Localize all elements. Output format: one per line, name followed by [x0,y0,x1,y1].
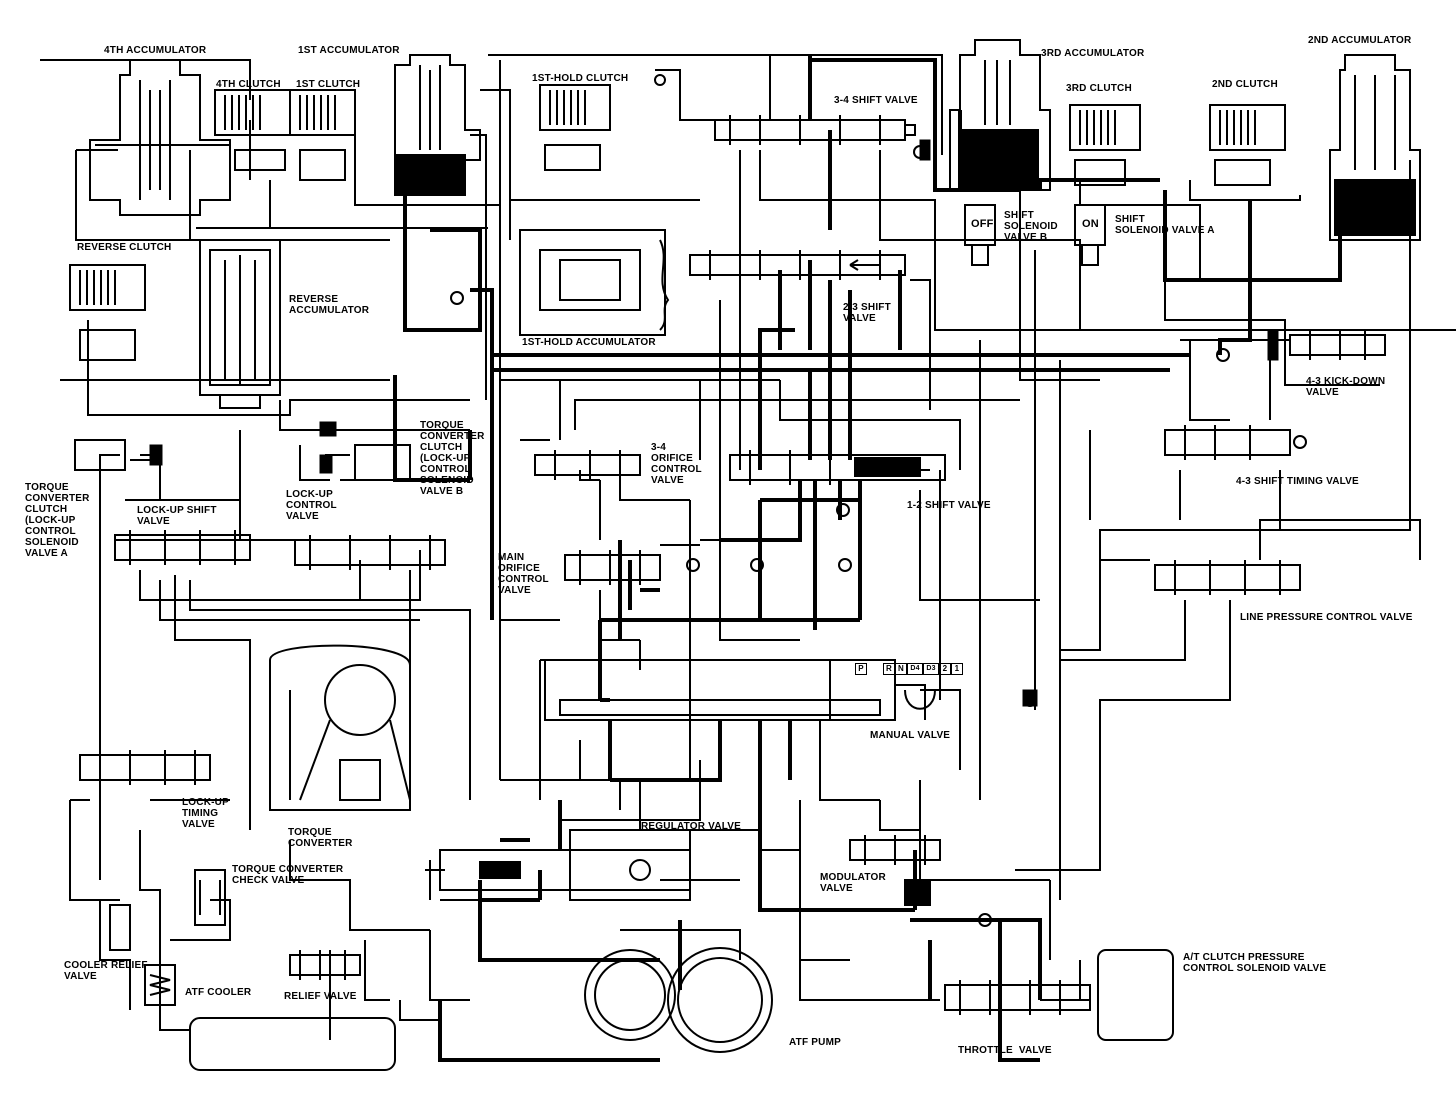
label-1st-hold-clutch: 1ST-HOLD CLUTCH [532,73,629,84]
label-2nd-clutch: 2ND CLUTCH [1212,79,1278,90]
shift-solenoid-valve-a [1074,204,1106,266]
label-reverse-accumulator: REVERSE ACCUMULATOR [289,294,370,316]
label-shift-solenoid-b: SHIFT SOLENOID VALVE B [1004,210,1058,243]
label-atf-pump: ATF PUMP [789,1037,841,1048]
gear-position-r: R [883,663,895,675]
manual-valve [544,659,961,770]
1st-hold-accumulator [519,229,670,336]
thick-hydraulic-lines [393,55,1342,1062]
label-2-3-shift-valve: 2-3 SHIFT VALVE [843,302,891,324]
label-1st-clutch: 1ST CLUTCH [296,79,361,90]
1st-clutch [289,89,356,181]
lock-up-solenoid-b [354,444,411,481]
label-3-4-shift-valve: 3-4 SHIFT VALVE [834,95,918,106]
reverse-clutch [69,264,146,361]
line-pressure-control-valve [1154,560,1301,595]
label-lock-up-shift-valve: LOCK-UP SHIFT VALVE [137,505,217,527]
lock-up-shift-valve [114,530,251,565]
3rd-accumulator [949,39,1051,191]
modulator-valve [849,835,941,906]
label-3rd-clutch: 3RD CLUTCH [1066,83,1132,94]
label-4-3-shift-timing-valve: 4-3 SHIFT TIMING VALVE [1236,476,1359,487]
atc-pressure-control-solenoid [1097,949,1174,1041]
label-manual-valve: MANUAL VALVE [870,730,951,741]
atf-pump-gears [584,947,773,1053]
label-tcc-solenoid-a: TORQUE CONVERTER CLUTCH (LOCK-UP CONTROL… [25,482,90,559]
label-shift-solenoid-a: SHIFT SOLENOID VALVE A [1115,214,1215,236]
2-3-shift-valve [689,250,906,280]
4th-accumulator [89,59,231,216]
3rd-clutch [1069,104,1141,186]
main-orifice-control-valve [564,550,661,585]
lock-up-control-valve [294,535,446,570]
label-main-orifice-control-valve: MAIN ORIFICE CONTROL VALVE [498,552,549,596]
label-modulator-valve: MODULATOR VALVE [820,872,886,894]
2nd-accumulator [1329,54,1421,241]
thin-hydraulic-lines [40,54,1456,1040]
gear-position-n: N [895,663,907,675]
label-tcc-solenoid-b: TORQUE CONVERTER CLUTCH (LOCK-UP CONTROL… [420,420,485,497]
label-2nd-accumulator: 2ND ACCUMULATOR [1308,35,1412,46]
solenoid-b-state: OFF [971,218,994,230]
3-4-shift-valve [714,115,916,145]
shift-solenoid-valve-b [964,204,996,266]
gear-position-2: 2 [939,663,951,675]
gear-position-d4: D4 [907,663,923,675]
label-line-pressure-control-valve: LINE PRESSURE CONTROL VALVE [1240,612,1413,623]
label-lock-up-control-valve: LOCK-UP CONTROL VALVE [286,489,337,522]
label-3rd-accumulator: 3RD ACCUMULATOR [1041,48,1145,59]
label-relief-valve: RELIEF VALVE [284,991,357,1002]
regulator-valve [425,829,691,901]
throttle-valve [944,980,1091,1015]
3-4-orifice-control-valve [534,450,641,480]
2nd-clutch [1209,104,1286,186]
label-throttle-valve: THROTTLE VALVE [958,1045,1052,1056]
label-torque-converter: TORQUE CONVERTER [288,827,353,849]
label-reverse-clutch: REVERSE CLUTCH [77,242,172,253]
cooler-relief-valve [109,904,131,951]
label-cooler-relief-valve: COOLER RELIEF VALVE [64,960,148,982]
label-lock-up-timing-valve: LOCK-UP TIMING VALVE [182,797,229,830]
label-4-3-kick-down-valve: 4-3 KICK-DOWN VALVE [1306,376,1386,398]
1st-hold-clutch [539,84,611,171]
reverse-accumulator [199,239,281,409]
gear-position-p: P [855,663,867,675]
label-4th-clutch: 4TH CLUTCH [216,79,281,90]
gear-position-d3: D3 [923,663,939,675]
label-1-2-shift-valve: 1-2 SHIFT VALVE [907,500,991,511]
oil-reservoir [189,1017,396,1071]
4-3-shift-timing-valve [1164,425,1307,460]
label-atc-pressure-control-solenoid: A/T CLUTCH PRESSURE CONTROL SOLENOID VAL… [1183,952,1327,974]
1-2-shift-valve [729,450,946,485]
label-3-4-orifice-control-valve: 3-4 ORIFICE CONTROL VALVE [651,442,702,486]
lock-up-timing-valve [79,750,211,785]
label-tc-check-valve: TORQUE CONVERTER CHECK VALVE [232,864,344,886]
label-1st-accumulator: 1ST ACCUMULATOR [298,45,400,56]
label-atf-cooler: ATF COOLER [185,987,252,998]
1st-accumulator [394,54,481,196]
gear-position-1: 1 [951,663,963,675]
solenoid-a-state: ON [1082,218,1099,230]
label-regulator-valve: REGULATOR VALVE [641,821,742,832]
relief-valve [289,950,361,980]
4th-clutch [214,89,291,171]
label-4th-accumulator: 4TH ACCUMULATOR [104,45,207,56]
4-3-kick-down-valve [1289,330,1386,360]
atf-cooler [144,964,176,1006]
label-1st-hold-accumulator: 1ST-HOLD ACCUMULATOR [522,337,656,348]
filled-valve-ends [149,139,1279,707]
torque-converter-check-valve [194,869,226,926]
torque-converter-body [269,644,411,811]
